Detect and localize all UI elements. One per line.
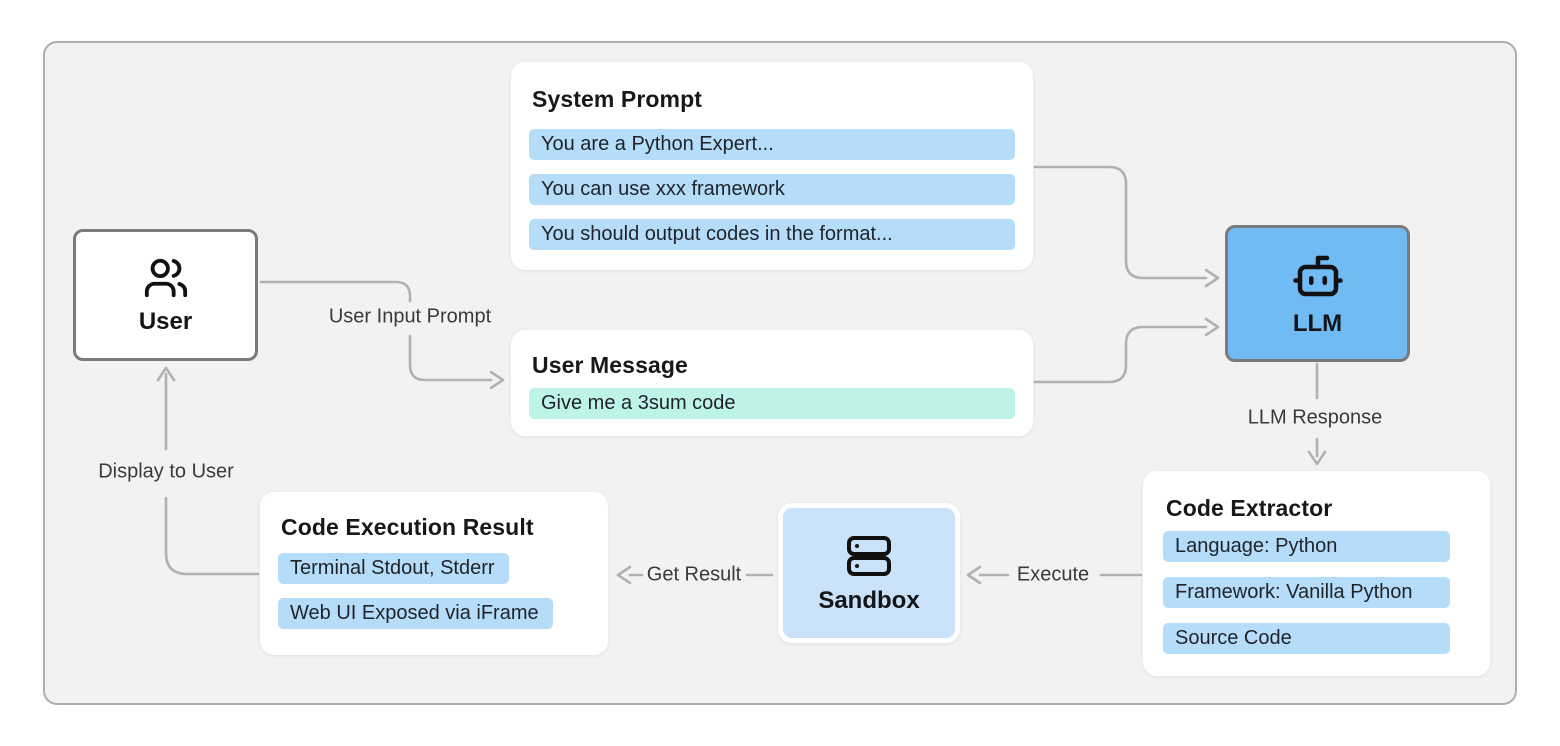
user-node: User <box>73 229 258 361</box>
code-extractor-item: Language: Python <box>1163 531 1450 562</box>
sandbox-node: Sandbox <box>778 503 960 643</box>
llm-node: LLM <box>1225 225 1410 362</box>
sandbox-node-label: Sandbox <box>818 586 920 614</box>
code-execution-result-item: Web UI Exposed via iFrame <box>278 598 553 629</box>
llm-node-label: LLM <box>1292 310 1343 337</box>
code-execution-result-title: Code Execution Result <box>281 514 534 540</box>
system-prompt-card: System Prompt You are a Python Expert...… <box>511 62 1033 270</box>
system-prompt-item: You are a Python Expert... <box>529 129 1015 160</box>
bot-icon <box>1292 255 1343 297</box>
code-execution-result-card: Code Execution Result Terminal Stdout, S… <box>260 492 608 655</box>
code-extractor-item: Source Code <box>1163 623 1450 654</box>
system-prompt-title: System Prompt <box>532 86 703 112</box>
edge-label-execute: Execute <box>1016 563 1090 586</box>
edge-label-get-result: Get Result <box>646 563 742 586</box>
code-extractor-title: Code Extractor <box>1166 495 1333 521</box>
code-extractor-item: Framework: Vanilla Python <box>1163 577 1450 608</box>
server-icon <box>847 535 891 576</box>
users-icon <box>144 258 187 297</box>
edge-label-display-to-user: Display to User <box>98 460 234 483</box>
user-message-title: User Message <box>532 352 688 378</box>
edge-label-user-input-prompt: User Input Prompt <box>328 305 492 328</box>
system-prompt-item: You should output codes in the format... <box>529 219 1015 250</box>
edge-label-llm-response: LLM Response <box>1247 406 1383 429</box>
user-node-label: User <box>138 307 193 335</box>
code-extractor-card: Code Extractor Language: Python Framewor… <box>1143 471 1490 676</box>
user-message-item: Give me a 3sum code <box>529 388 1015 419</box>
code-execution-result-item: Terminal Stdout, Stderr <box>278 553 509 584</box>
system-prompt-item: You can use xxx framework <box>529 174 1015 205</box>
user-message-card: User Message Give me a 3sum code <box>511 330 1033 436</box>
